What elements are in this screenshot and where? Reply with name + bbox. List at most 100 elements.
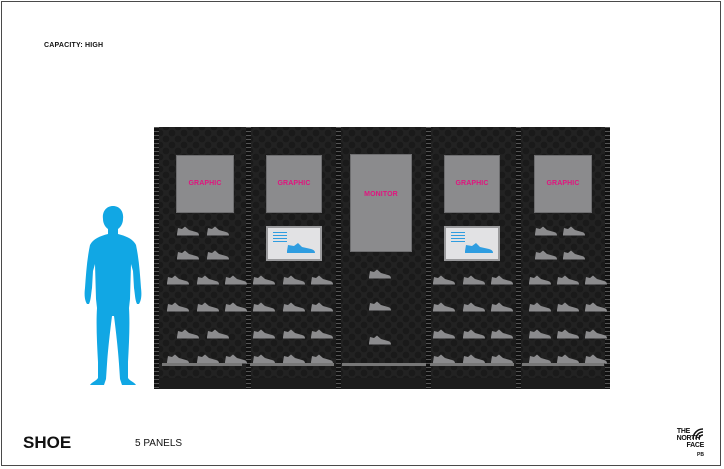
shoe-product xyxy=(528,326,551,339)
shoe-product xyxy=(490,299,513,312)
shoe-product xyxy=(282,272,305,285)
panel-2: GRAPHIC xyxy=(246,127,336,389)
shoe-product xyxy=(584,272,607,285)
wall-post xyxy=(154,127,159,389)
shoe-product xyxy=(282,299,305,312)
shoe-product xyxy=(528,272,551,285)
panel-1: GRAPHIC xyxy=(154,127,246,389)
shelf-bar xyxy=(342,363,426,366)
shoe-product xyxy=(432,299,455,312)
shoe-screen-panel-2 xyxy=(266,226,322,261)
shoe-product xyxy=(490,272,513,285)
shoe-product xyxy=(166,272,189,285)
shoe-product xyxy=(252,326,275,339)
wall-post xyxy=(516,127,521,389)
graphic-panel-5: GRAPHIC xyxy=(534,155,592,213)
shoe-product xyxy=(490,351,513,364)
shoe-product xyxy=(490,326,513,339)
shoe-product xyxy=(310,299,333,312)
shoe-product xyxy=(368,298,391,311)
shoe-icon xyxy=(465,243,493,253)
shoe-product xyxy=(166,351,189,364)
panel-3: MONITOR xyxy=(336,127,426,389)
shoe-product xyxy=(176,247,199,260)
shoe-product xyxy=(462,272,485,285)
monitor-panel-3: MONITOR xyxy=(350,154,412,252)
shoe-product xyxy=(282,351,305,364)
graphic-label: GRAPHIC xyxy=(546,180,580,187)
shoe-product xyxy=(252,272,275,285)
shoe-product xyxy=(584,326,607,339)
graphic-panel-2: GRAPHIC xyxy=(266,155,322,213)
shoe-product xyxy=(528,299,551,312)
shoe-wall-fixture: GRAPHIC GRAPHIC MONITOR GRAPHIC xyxy=(154,127,610,389)
capacity-label: CAPACITY: HIGH xyxy=(44,42,104,49)
shelf-bar xyxy=(522,363,604,366)
shoe-product xyxy=(176,326,199,339)
shoe-product xyxy=(556,351,579,364)
shoe-product xyxy=(432,351,455,364)
shoe-product xyxy=(196,299,219,312)
shoe-product xyxy=(310,272,333,285)
panel-4: GRAPHIC xyxy=(426,127,516,389)
graphic-panel-1: GRAPHIC xyxy=(176,155,234,213)
graphic-label: GRAPHIC xyxy=(188,180,222,187)
wall-post xyxy=(605,127,610,389)
shoe-product xyxy=(224,272,247,285)
shoe-product xyxy=(584,351,607,364)
logo-line-1: THE xyxy=(676,428,690,435)
shoe-product xyxy=(534,247,557,260)
graphic-panel-4: GRAPHIC xyxy=(444,155,500,213)
shelf-bar xyxy=(430,363,514,366)
logo-line-3: FACE xyxy=(686,442,705,449)
monitor-label: MONITOR xyxy=(364,191,398,198)
shoe-product xyxy=(556,299,579,312)
shoe-product xyxy=(556,326,579,339)
shoe-product xyxy=(528,351,551,364)
shoe-product xyxy=(462,326,485,339)
shoe-product xyxy=(562,247,585,260)
shoe-product xyxy=(206,326,229,339)
shoe-product xyxy=(310,351,333,364)
human-scale-figure xyxy=(84,206,142,385)
shoe-product xyxy=(368,332,391,345)
shoe-product xyxy=(584,299,607,312)
shoe-product xyxy=(462,351,485,364)
shoe-product xyxy=(432,326,455,339)
shoe-product xyxy=(556,272,579,285)
shoe-product xyxy=(206,247,229,260)
shoe-product xyxy=(224,299,247,312)
wall-post xyxy=(246,127,251,389)
wall-post xyxy=(336,127,341,389)
fixture-title: SHOE xyxy=(23,433,72,452)
shoe-product xyxy=(252,351,275,364)
panel-count: 5 PANELS xyxy=(135,438,183,449)
shoe-icon xyxy=(287,243,315,253)
shoe-product xyxy=(534,223,557,236)
shoe-product xyxy=(462,299,485,312)
shelf-bar xyxy=(250,363,334,366)
shoe-product xyxy=(282,326,305,339)
shoe-product xyxy=(562,223,585,236)
shoe-product xyxy=(166,299,189,312)
graphic-label: GRAPHIC xyxy=(455,180,489,187)
shoe-product xyxy=(196,272,219,285)
shoe-product xyxy=(224,351,247,364)
shoe-product xyxy=(368,266,391,279)
brand-logo: THE NORTH FACE PB xyxy=(658,428,705,458)
shoe-product xyxy=(176,223,199,236)
shoe-product xyxy=(252,299,275,312)
shoe-product xyxy=(432,272,455,285)
shoe-screen-panel-4 xyxy=(444,226,500,261)
logo-line-2: NORTH xyxy=(676,435,701,442)
shoe-product xyxy=(310,326,333,339)
panel-5: GRAPHIC xyxy=(516,127,610,389)
logo-suffix: PB xyxy=(697,452,704,458)
logo-mark-icon xyxy=(692,428,704,440)
wall-post xyxy=(426,127,431,389)
graphic-label: GRAPHIC xyxy=(277,180,311,187)
shoe-product xyxy=(206,223,229,236)
shoe-product xyxy=(196,351,219,364)
shelf-bar xyxy=(162,363,242,366)
